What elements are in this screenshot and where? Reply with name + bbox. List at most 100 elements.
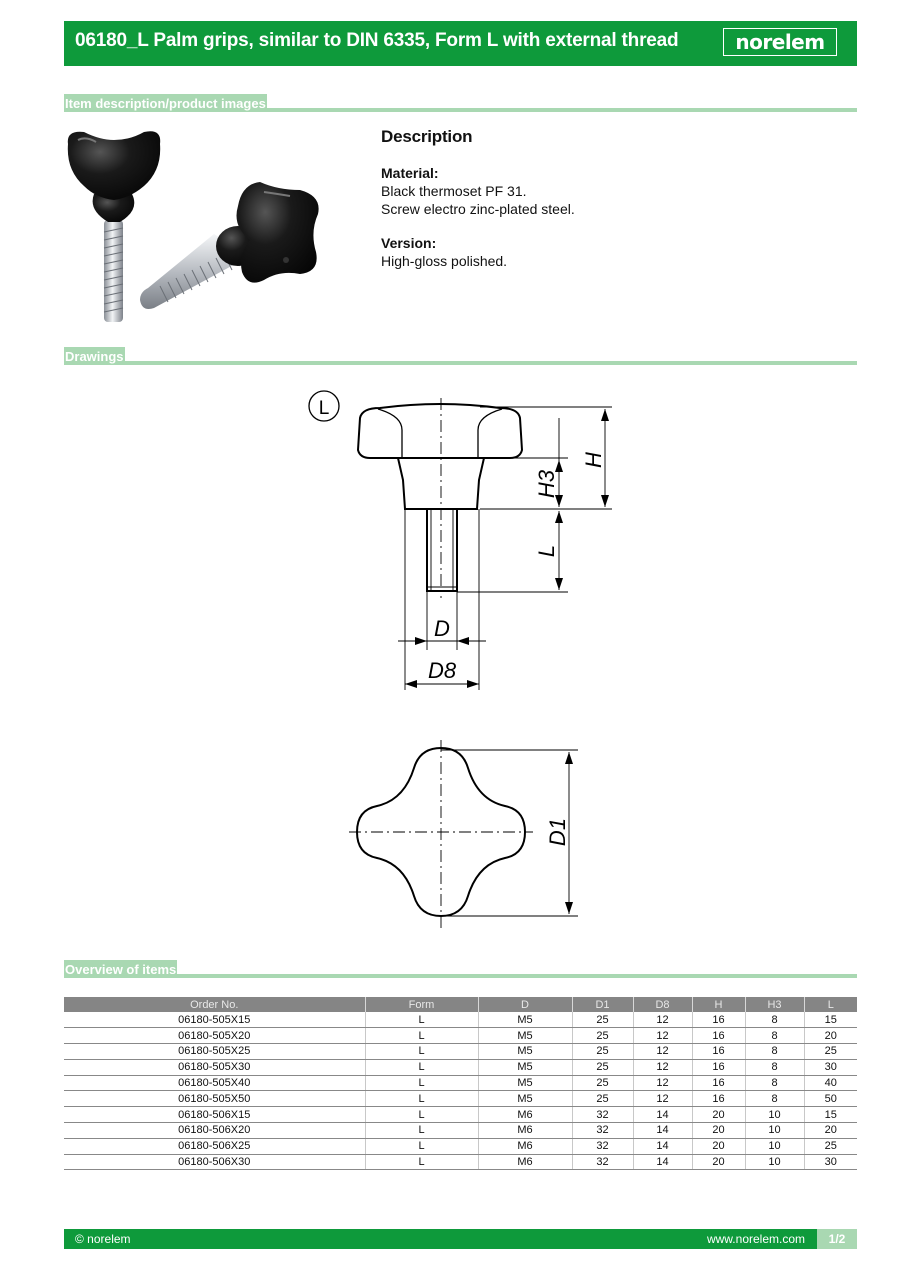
material-label: Material: <box>381 165 439 181</box>
column-header: H <box>692 997 746 1012</box>
table-cell: 14 <box>633 1138 693 1155</box>
grip-head-outline <box>356 402 524 459</box>
table-cell: 30 <box>804 1154 857 1171</box>
section-label: Item description/product images <box>64 94 267 112</box>
table-cell: 12 <box>633 1027 693 1045</box>
form-circle <box>308 390 340 422</box>
section-label: Overview of items <box>64 960 178 978</box>
logo-text: norelem <box>735 30 825 54</box>
form-label: L <box>319 398 330 419</box>
table-cell: M5 <box>478 1043 573 1060</box>
table-cell: 06180-505X15 <box>64 1012 366 1029</box>
table-cell: 20 <box>692 1154 746 1171</box>
table-cell: 10 <box>745 1154 805 1171</box>
table-cell: M6 <box>478 1106 573 1124</box>
table-cell: M5 <box>478 1075 573 1092</box>
table-cell: 25 <box>572 1090 634 1108</box>
items-table: Order No. Form D D1 D8 H H3 L 06180-505X… <box>64 997 857 1171</box>
table-cell: L <box>365 1138 479 1155</box>
technical-drawing: L H H3 L D D8 D1 <box>308 390 612 930</box>
table-cell: L <box>365 1075 479 1092</box>
table-cell: M5 <box>478 1090 573 1108</box>
table-cell: M5 <box>478 1027 573 1045</box>
table-cell: L <box>365 1122 479 1139</box>
table-cell: 25 <box>572 1012 634 1029</box>
dim-l-label: L <box>534 545 559 557</box>
table-cell: 8 <box>745 1027 805 1045</box>
table-cell: 06180-506X30 <box>64 1154 366 1171</box>
table-cell: M5 <box>478 1012 573 1029</box>
table-cell: L <box>365 1154 479 1171</box>
section-label: Drawings <box>64 347 125 365</box>
description-heading: Description <box>381 127 473 146</box>
dim-d1-label: D1 <box>545 818 570 846</box>
table-cell: 10 <box>745 1138 805 1155</box>
section-item-description: Item description/product images <box>64 92 857 112</box>
table-cell: 8 <box>745 1090 805 1108</box>
table-cell: M6 <box>478 1138 573 1155</box>
dim-d8-label: D8 <box>428 658 457 683</box>
table-cell: L <box>365 1059 479 1076</box>
table-cell: 16 <box>692 1027 746 1045</box>
table-cell: 25 <box>572 1075 634 1092</box>
table-cell: L <box>365 1012 479 1029</box>
page-title: 06180_L Palm grips, similar to DIN 6335,… <box>75 30 679 51</box>
table-cell: 06180-505X20 <box>64 1027 366 1045</box>
footer-bar: © norelem www.norelem.com 1/2 <box>64 1229 857 1249</box>
table-cell: 32 <box>572 1106 634 1124</box>
table-cell: 06180-505X50 <box>64 1090 366 1108</box>
table-cell: 8 <box>745 1059 805 1076</box>
section-rule <box>64 108 857 112</box>
description-block: Description Material: Black thermoset PF… <box>381 128 841 270</box>
dim-d-label: D <box>434 616 450 641</box>
section-drawings: Drawings <box>64 345 857 365</box>
table-cell: 12 <box>633 1090 693 1108</box>
table-cell: 14 <box>633 1106 693 1124</box>
table-cell: M5 <box>478 1059 573 1076</box>
table-cell: 8 <box>745 1012 805 1029</box>
table-cell: 06180-506X25 <box>64 1138 366 1155</box>
table-cell: 06180-506X15 <box>64 1106 366 1124</box>
table-cell: 25 <box>572 1043 634 1060</box>
dim-h-label: H <box>581 452 606 468</box>
table-cell: 12 <box>633 1043 693 1060</box>
table-cell: 10 <box>745 1122 805 1139</box>
table-cell: 20 <box>804 1027 857 1045</box>
table-cell: 20 <box>692 1122 746 1139</box>
version-line-1: High-gloss polished. <box>381 253 508 269</box>
table-cell: M6 <box>478 1154 573 1171</box>
product-image <box>67 131 319 322</box>
table-cell: 30 <box>804 1059 857 1076</box>
table-cell: L <box>365 1027 479 1045</box>
footer-website-link[interactable]: www.norelem.com <box>706 1232 805 1246</box>
table-cell: 16 <box>692 1043 746 1060</box>
table-cell: 15 <box>804 1106 857 1124</box>
table-cell: L <box>365 1106 479 1124</box>
material-line-1: Black thermoset PF 31. <box>381 183 527 199</box>
section-rule <box>64 361 857 365</box>
table-cell: 12 <box>633 1059 693 1076</box>
table-cell: 20 <box>692 1106 746 1124</box>
table-cell: 25 <box>572 1027 634 1045</box>
table-cell: 12 <box>633 1075 693 1092</box>
table-cell: M6 <box>478 1122 573 1139</box>
table-cell: 25 <box>804 1138 857 1155</box>
table-cell: 32 <box>572 1138 634 1155</box>
column-header: Form <box>365 997 479 1012</box>
table-cell: L <box>365 1090 479 1108</box>
table-cell: 15 <box>804 1012 857 1029</box>
table-cell: 06180-505X40 <box>64 1075 366 1092</box>
column-header: Order No. <box>64 997 366 1012</box>
version-label: Version: <box>381 235 437 251</box>
table-cell: 20 <box>692 1138 746 1155</box>
section-rule <box>64 974 857 978</box>
table-cell: 14 <box>633 1122 693 1139</box>
table-cell: 32 <box>572 1122 634 1139</box>
